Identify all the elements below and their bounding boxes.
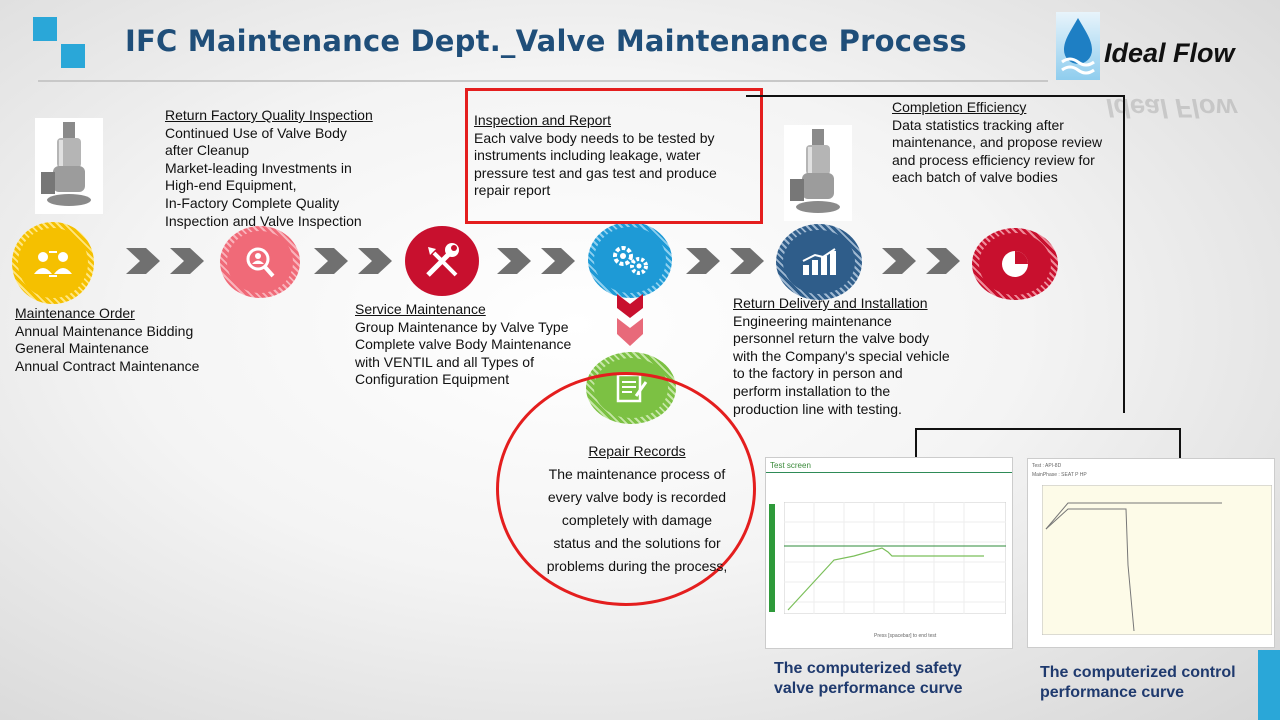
corner-decoration [33, 17, 57, 41]
step-completion-efficiency: Completion Efficiency Data statistics tr… [892, 99, 1102, 187]
step-line: Complete valve Body Maintenance [355, 336, 572, 353]
step-line: Continued Use of Valve Body [165, 124, 347, 141]
repair-records-text: Repair Records The maintenance process o… [532, 440, 742, 578]
step-quality-inspection: Return Factory Quality Inspection Contin… [165, 107, 373, 230]
step-line: to the factory in person and [733, 365, 903, 382]
connector-branch-left [915, 428, 917, 458]
step-line: Market-leading Investments in [165, 159, 352, 176]
safety-curve-caption: The computerized safety valve performanc… [774, 659, 963, 699]
repair-records-line: problems during the process, [546, 558, 728, 574]
flow-arrows-1 [126, 248, 204, 274]
page-title: IFC Maintenance Dept._Valve Maintenance … [125, 24, 967, 58]
control-curve-caption: The computerized control performance cur… [1040, 663, 1236, 703]
inspection-report-circle [588, 222, 672, 298]
repair-records-line: status and the solutions for [553, 535, 721, 551]
step-line: General Maintenance [15, 340, 149, 357]
step-line: with VENTIL and all Types of [355, 353, 534, 370]
service-maintenance-circle [405, 226, 479, 296]
step-line: each batch of valve bodies [892, 169, 1058, 186]
brand-logo-icon [1056, 12, 1100, 80]
screen-subtitle: MainPhase : SEAT P HP [1032, 472, 1087, 478]
people-exchange-icon [18, 228, 88, 298]
connector-branch [915, 428, 1181, 430]
brand-name-reflection: Ideal Flow [1106, 93, 1237, 123]
step-line: Data statistics tracking after [892, 116, 1064, 133]
repair-records-heading: Repair Records [588, 443, 686, 459]
step-heading: Return Factory Quality Inspection [165, 107, 373, 123]
step-line: maintenance, and propose review [892, 134, 1103, 151]
safety-valve-curve [784, 502, 1006, 614]
flow-arrows-2 [314, 248, 392, 274]
step-line: Group Maintenance by Valve Type [355, 318, 569, 335]
caption-line: valve performance curve [774, 680, 963, 697]
flow-arrows-5 [882, 248, 960, 274]
step-line: repair report [474, 182, 551, 199]
caption-line: The computerized safety [774, 660, 962, 677]
maintenance-order-circle [12, 222, 94, 304]
step-heading: Completion Efficiency [892, 99, 1027, 115]
step-line: pressure test and gas test and produce [474, 164, 717, 181]
step-heading: Service Maintenance [355, 301, 486, 317]
step-maintenance-order: Maintenance Order Annual Maintenance Bid… [15, 305, 199, 375]
flow-arrows-4 [686, 248, 764, 274]
pie-chart-icon [979, 233, 1051, 295]
title-divider [38, 80, 1048, 82]
step-line: Each valve body needs to be tested by [474, 129, 715, 146]
quality-inspection-circle [220, 226, 300, 298]
safety-valve-test-screen: Test screen Press [spacebar] to end test [765, 457, 1013, 649]
wrench-screwdriver-icon [426, 243, 459, 277]
step-heading: Maintenance Order [15, 305, 135, 321]
repair-records-highlight [496, 372, 756, 606]
control-curve [1042, 485, 1272, 635]
step-service-maintenance: Service Maintenance Group Maintenance by… [355, 301, 571, 389]
step-line: Annual Maintenance Bidding [15, 322, 194, 339]
completion-efficiency-circle [972, 228, 1058, 300]
step-line: In-Factory Complete Quality [165, 194, 340, 211]
step-line: instruments including leakage, water [474, 147, 701, 164]
screen-title: Test : API-8D [1032, 463, 1062, 469]
step-return-delivery: Return Delivery and Installation Enginee… [733, 295, 950, 418]
step-line: High-end Equipment, [165, 177, 297, 194]
flow-arrows-3 [497, 248, 575, 274]
connector-right-vertical [1123, 95, 1125, 413]
step-line: with the Company's special vehicle [733, 347, 950, 364]
step-line: Annual Contract Maintenance [15, 357, 200, 374]
gears-icon [594, 227, 666, 293]
repair-records-line: every valve body is recorded [547, 489, 727, 505]
screen-accent-bar [1258, 650, 1280, 720]
caption-line: The computerized control [1040, 664, 1236, 681]
step-line: production line with testing. [733, 400, 902, 417]
step-line: after Cleanup [165, 142, 250, 159]
step-line: and process efficiency review for [892, 151, 1095, 168]
step-inspection-report: Inspection and Report Each valve body ne… [474, 112, 717, 200]
caption-line: performance curve [1040, 684, 1185, 701]
step-line: Inspection and Valve Inspection [165, 212, 362, 229]
valve-photo-2 [784, 125, 852, 221]
step-line: personnel return the valve body [733, 330, 930, 347]
bar-chart-icon [783, 230, 855, 294]
step-line: perform installation to the [733, 382, 891, 399]
step-line: Configuration Equipment [355, 371, 510, 388]
down-arrows [617, 294, 643, 353]
screen-title: Test screen [770, 461, 811, 470]
valve-photo [35, 118, 103, 214]
step-heading: Inspection and Report [474, 112, 611, 128]
connector-branch-right [1179, 428, 1181, 458]
corner-decoration-2 [61, 44, 85, 68]
control-performance-screen: Test : API-8D MainPhase : SEAT P HP [1027, 458, 1275, 648]
magnifier-person-icon [227, 231, 293, 293]
brand-name: Ideal Flow [1104, 38, 1235, 68]
connector-top [746, 95, 1124, 97]
repair-records-line: The maintenance process of [548, 466, 726, 482]
step-heading: Return Delivery and Installation [733, 295, 928, 311]
repair-records-line: completely with damage [561, 512, 713, 528]
step-line: Engineering maintenance [733, 312, 892, 329]
inspection-report-highlight [465, 88, 763, 224]
return-delivery-circle [776, 224, 862, 300]
